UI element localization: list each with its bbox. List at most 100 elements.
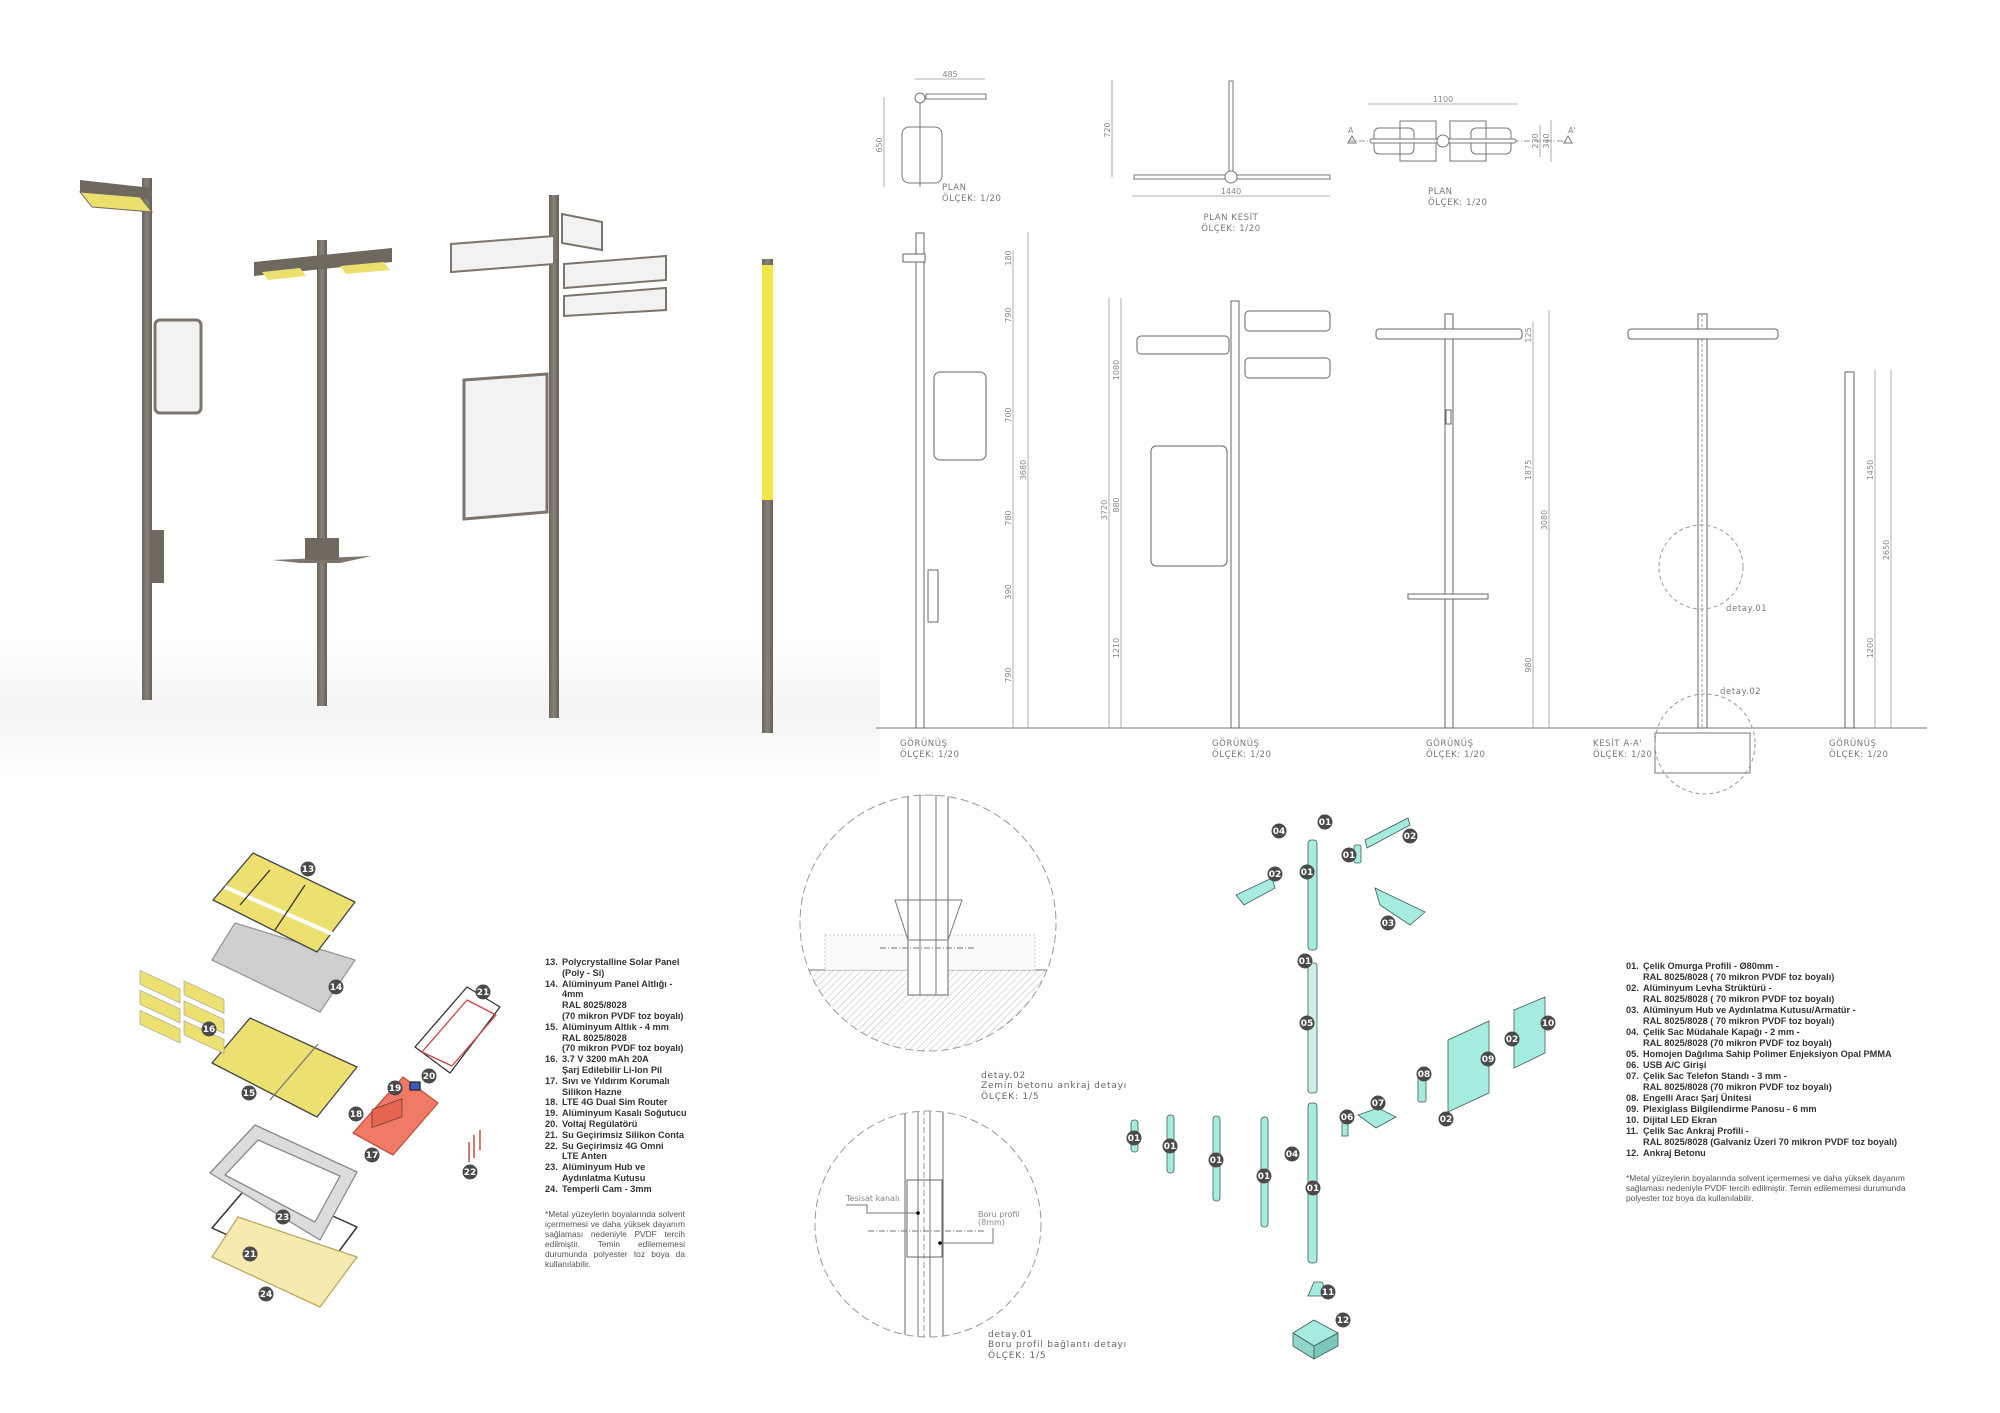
legend-item-number — [545, 1033, 562, 1044]
legend-item-text: Şarj Edilebilir Li-Ion Pil — [562, 1064, 663, 1075]
panel-base — [211, 922, 356, 1013]
callout-number: 18 — [350, 1110, 363, 1120]
legend-item-text: Sıvı ve Yıldırım Korumalı — [562, 1075, 670, 1086]
legend-item-text: Voltaj Regülatörü — [562, 1118, 638, 1129]
legend-item-text: Su Geçirimsiz 4G Omni — [562, 1140, 664, 1151]
detail-01: Tesisat kanalı Boru profil (8mm) detay.0… — [814, 1110, 1126, 1361]
legend-item: 02.Alüminyum Levha Strüktürü - — [1626, 983, 1916, 994]
part-callout-badge: 18 — [348, 1106, 364, 1122]
legend-item-number: 08. — [1626, 1093, 1639, 1103]
section-mark: A' — [1568, 126, 1576, 135]
elevation-1: 180 790 700 780 390 790 3680 GÖRÜNÜŞ ÖLÇ… — [900, 232, 1029, 760]
legend-item: Aydınlatma Kutusu — [545, 1173, 695, 1184]
legend-item-number — [545, 1087, 562, 1098]
legend-item: RAL 8025/8028 ( 70 mikron PVDF toz boyal… — [1626, 972, 1916, 983]
part-callout-badge: 07 — [1370, 1095, 1386, 1111]
part-callout-badge: 01 — [1341, 847, 1357, 863]
callout-number: 13 — [302, 865, 315, 875]
callout-number: 02 — [1506, 1035, 1519, 1045]
legend-item: (70 mikron PVDF toz boyalı) — [545, 1011, 695, 1022]
dim-label: 340 — [1542, 133, 1551, 148]
legend-item: 12.Ankraj Betonu — [1626, 1148, 1916, 1159]
dim-label: 1100 — [1433, 95, 1453, 104]
elevation-scale: ÖLÇEK: 1/20 — [1829, 749, 1889, 760]
legend-item-text: Çelik Sac Telefon Standı - 3 mm - — [1643, 1071, 1787, 1081]
part-callout-badge: 03 — [1380, 915, 1396, 931]
dim-label: 700 — [1004, 407, 1013, 422]
legend-item-number: 01. — [1626, 961, 1639, 971]
legend-item-text: (Poly - Si) — [562, 967, 605, 978]
legend-item-text: RAL 8025/8028 (70 mikron PVDF toz boyalı… — [1643, 1038, 1832, 1048]
legend-item: 23.Alüminyum Hub ve — [545, 1162, 695, 1173]
part-callout-badge: 01 — [1317, 814, 1333, 830]
callout-number: 12 — [1337, 1316, 1350, 1326]
plan-title: PLAN — [942, 183, 967, 193]
legend-item-number: 07. — [1626, 1071, 1639, 1081]
part-callout-badge: 19 — [387, 1080, 403, 1096]
detail-scale: ÖLÇEK: 1/5 — [988, 1350, 1046, 1361]
part-callout-badge: 09 — [1480, 1051, 1496, 1067]
callout-number: 01 — [1258, 1172, 1271, 1182]
exploded-lamp-head — [139, 852, 501, 1308]
legend-item-text: Çelik Sac Müdahale Kapağı - 2 mm - — [1643, 1027, 1800, 1037]
legend-item: 05.Homojen Dağılıma Sahip Polimer Enjeks… — [1626, 1049, 1916, 1060]
dim-label: 790 — [1004, 667, 1013, 682]
part-callout-badge: 01 — [1256, 1168, 1272, 1184]
legend-item: 03. Alüminyum Hub ve Aydınlatma Kutusu/Ar… — [1626, 1005, 1916, 1016]
callout-number: 17 — [366, 1151, 379, 1161]
legend-item-number: 03. — [1626, 1005, 1639, 1015]
legend-item-number: 20. — [545, 1118, 558, 1129]
dim-label: 1210 — [1112, 638, 1121, 658]
legend-item-text: RAL 8025/8028 — [562, 1032, 627, 1043]
elevation-scale: ÖLÇEK: 1/20 — [900, 749, 960, 760]
legend-item: 18.LTE 4G Dual Sim Router — [545, 1097, 695, 1108]
legend-item-text: Dijital LED Ekran — [1643, 1115, 1718, 1125]
legend-item-number — [545, 1000, 562, 1011]
legend-item-text: (70 mikron PVDF toz boyalı) — [562, 1010, 684, 1021]
detail-note: (8mm) — [978, 1218, 1005, 1227]
legend-item-number — [545, 1065, 562, 1076]
callout-number: 03 — [1382, 919, 1395, 929]
legend-item-text: Alüminyum Altlık - 4 mm — [562, 1021, 669, 1032]
part-callout-badge: 21 — [242, 1246, 258, 1262]
callout-number: 16 — [203, 1025, 216, 1035]
legend-item-text: Alüminyum Panel Altlığı - 4mm — [562, 978, 673, 1000]
legend-item-text: Alüminyum Kasalı Soğutucu — [562, 1108, 687, 1119]
callout-number: 24 — [260, 1290, 273, 1300]
legend-item: 06.USB A/C Girişi — [1626, 1060, 1916, 1071]
legend-parts-01-12: 01.Çelik Omurga Profili - Ø80mm -RAL 802… — [1626, 961, 1916, 1203]
legend-item: 01.Çelik Omurga Profili - Ø80mm - — [1626, 961, 1916, 972]
legend-item: (Poly - Si) — [545, 968, 695, 979]
legend-item: 11.Çelik Sac Ankraj Profili - — [1626, 1126, 1916, 1137]
hub-frame-opening — [224, 1139, 341, 1223]
legend-item-number: 15. — [545, 1021, 558, 1032]
callout-number: 04 — [1286, 1150, 1299, 1160]
callout-number: 06 — [1341, 1113, 1354, 1123]
detail-name: Zemin betonu ankraj detayı — [981, 1081, 1127, 1091]
legend-item-text: RAL 8025/8028 — [562, 1000, 627, 1011]
plan-scale: ÖLÇEK: 1/20 — [942, 193, 1002, 204]
dim-label: 1875 — [1524, 460, 1533, 480]
callout-number: 01 — [1307, 1184, 1320, 1194]
legend-item-text: RAL 8025/8028 ( 70 mikron PVDF toz boyal… — [1643, 1016, 1835, 1026]
legend-item-text: LTE 4G Dual Sim Router — [562, 1097, 668, 1108]
legend-item-text: Alüminyum Hub ve — [562, 1162, 646, 1173]
legend-item: 22.Su Geçirimsiz 4G Omni — [545, 1141, 695, 1152]
callout-number: 10 — [1542, 1019, 1555, 1029]
part-callout-badge: 21 — [475, 984, 491, 1000]
plan-scale: ÖLÇEK: 1/20 — [1428, 197, 1488, 208]
legend-item-text: Engelli Aracı Şarj Ünitesi — [1643, 1093, 1752, 1103]
legend-item: 07. Çelik Sac Telefon Standı - 3 mm - — [1626, 1071, 1916, 1082]
dim-total: 3680 — [1019, 460, 1028, 480]
legend-item-text: Alüminyum Hub ve Aydınlatma Kutusu/Armat… — [1643, 1005, 1856, 1015]
part-callout-badge: 13 — [300, 861, 316, 877]
dim-label: 230 — [1531, 133, 1540, 148]
plan-title: PLAN KESİT — [1204, 212, 1259, 223]
legend-item-number — [545, 968, 562, 979]
part-callout-badge: 01 — [1208, 1152, 1224, 1168]
legend-item: 10. Dijital LED Ekran — [1626, 1115, 1916, 1126]
render-bollard — [762, 259, 773, 733]
legend-item-number: 10. — [1626, 1115, 1639, 1125]
